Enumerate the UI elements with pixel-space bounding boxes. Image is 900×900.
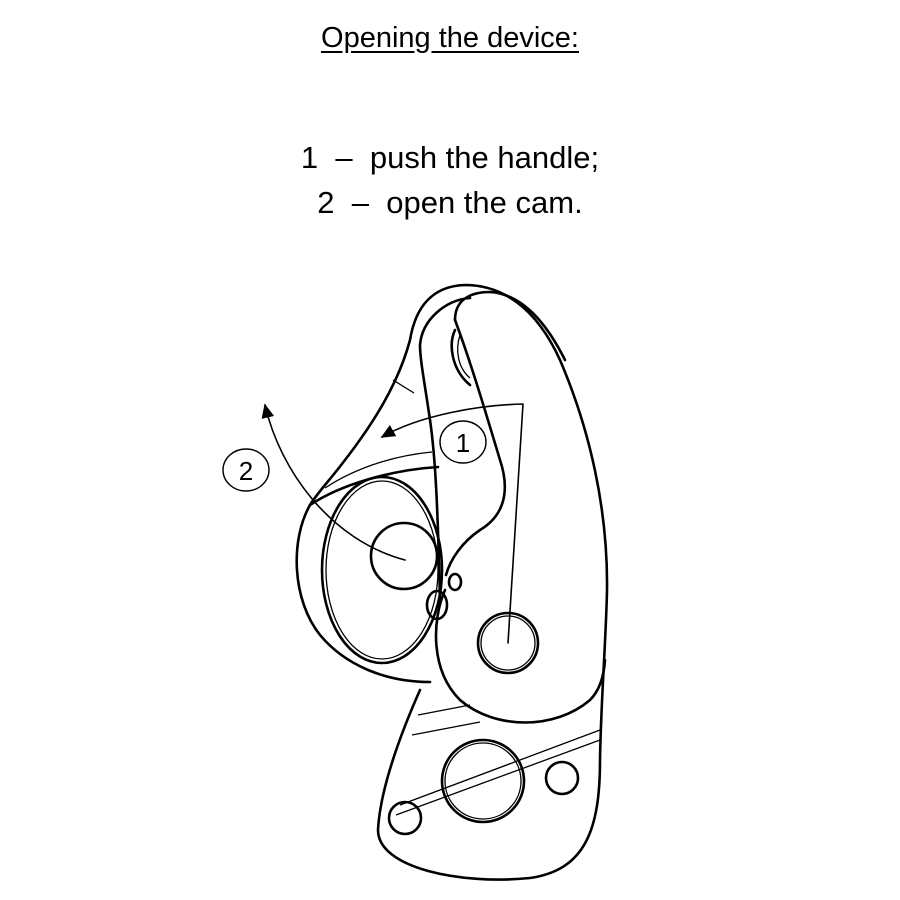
cam-ring (320, 475, 444, 665)
small-hole-right (544, 760, 580, 796)
device-body-outline (308, 283, 609, 881)
handle-inner-edge (444, 318, 507, 577)
callout-1-label: 1 (456, 428, 470, 458)
handle-lever (418, 290, 567, 602)
cam-outline (295, 503, 432, 684)
main-attachment-hole (440, 738, 526, 824)
pivot-disk (434, 588, 607, 724)
callout-1: 1 (439, 420, 487, 464)
pin (425, 589, 449, 621)
top-roller (450, 328, 472, 387)
small-hole-left (387, 800, 423, 836)
page-title: Opening the device: (321, 22, 579, 54)
step-2-text: 2 – open the cam. (317, 185, 583, 220)
callout-2: 2 (222, 448, 270, 492)
pivot-hole (476, 611, 540, 675)
arrow-2-open-cam (261, 403, 406, 561)
arrow-1-push-handle (380, 403, 524, 644)
cam-axle (369, 521, 439, 591)
step-1-text: 1 – push the handle; (300, 140, 600, 175)
callout-2-label: 2 (239, 456, 253, 486)
